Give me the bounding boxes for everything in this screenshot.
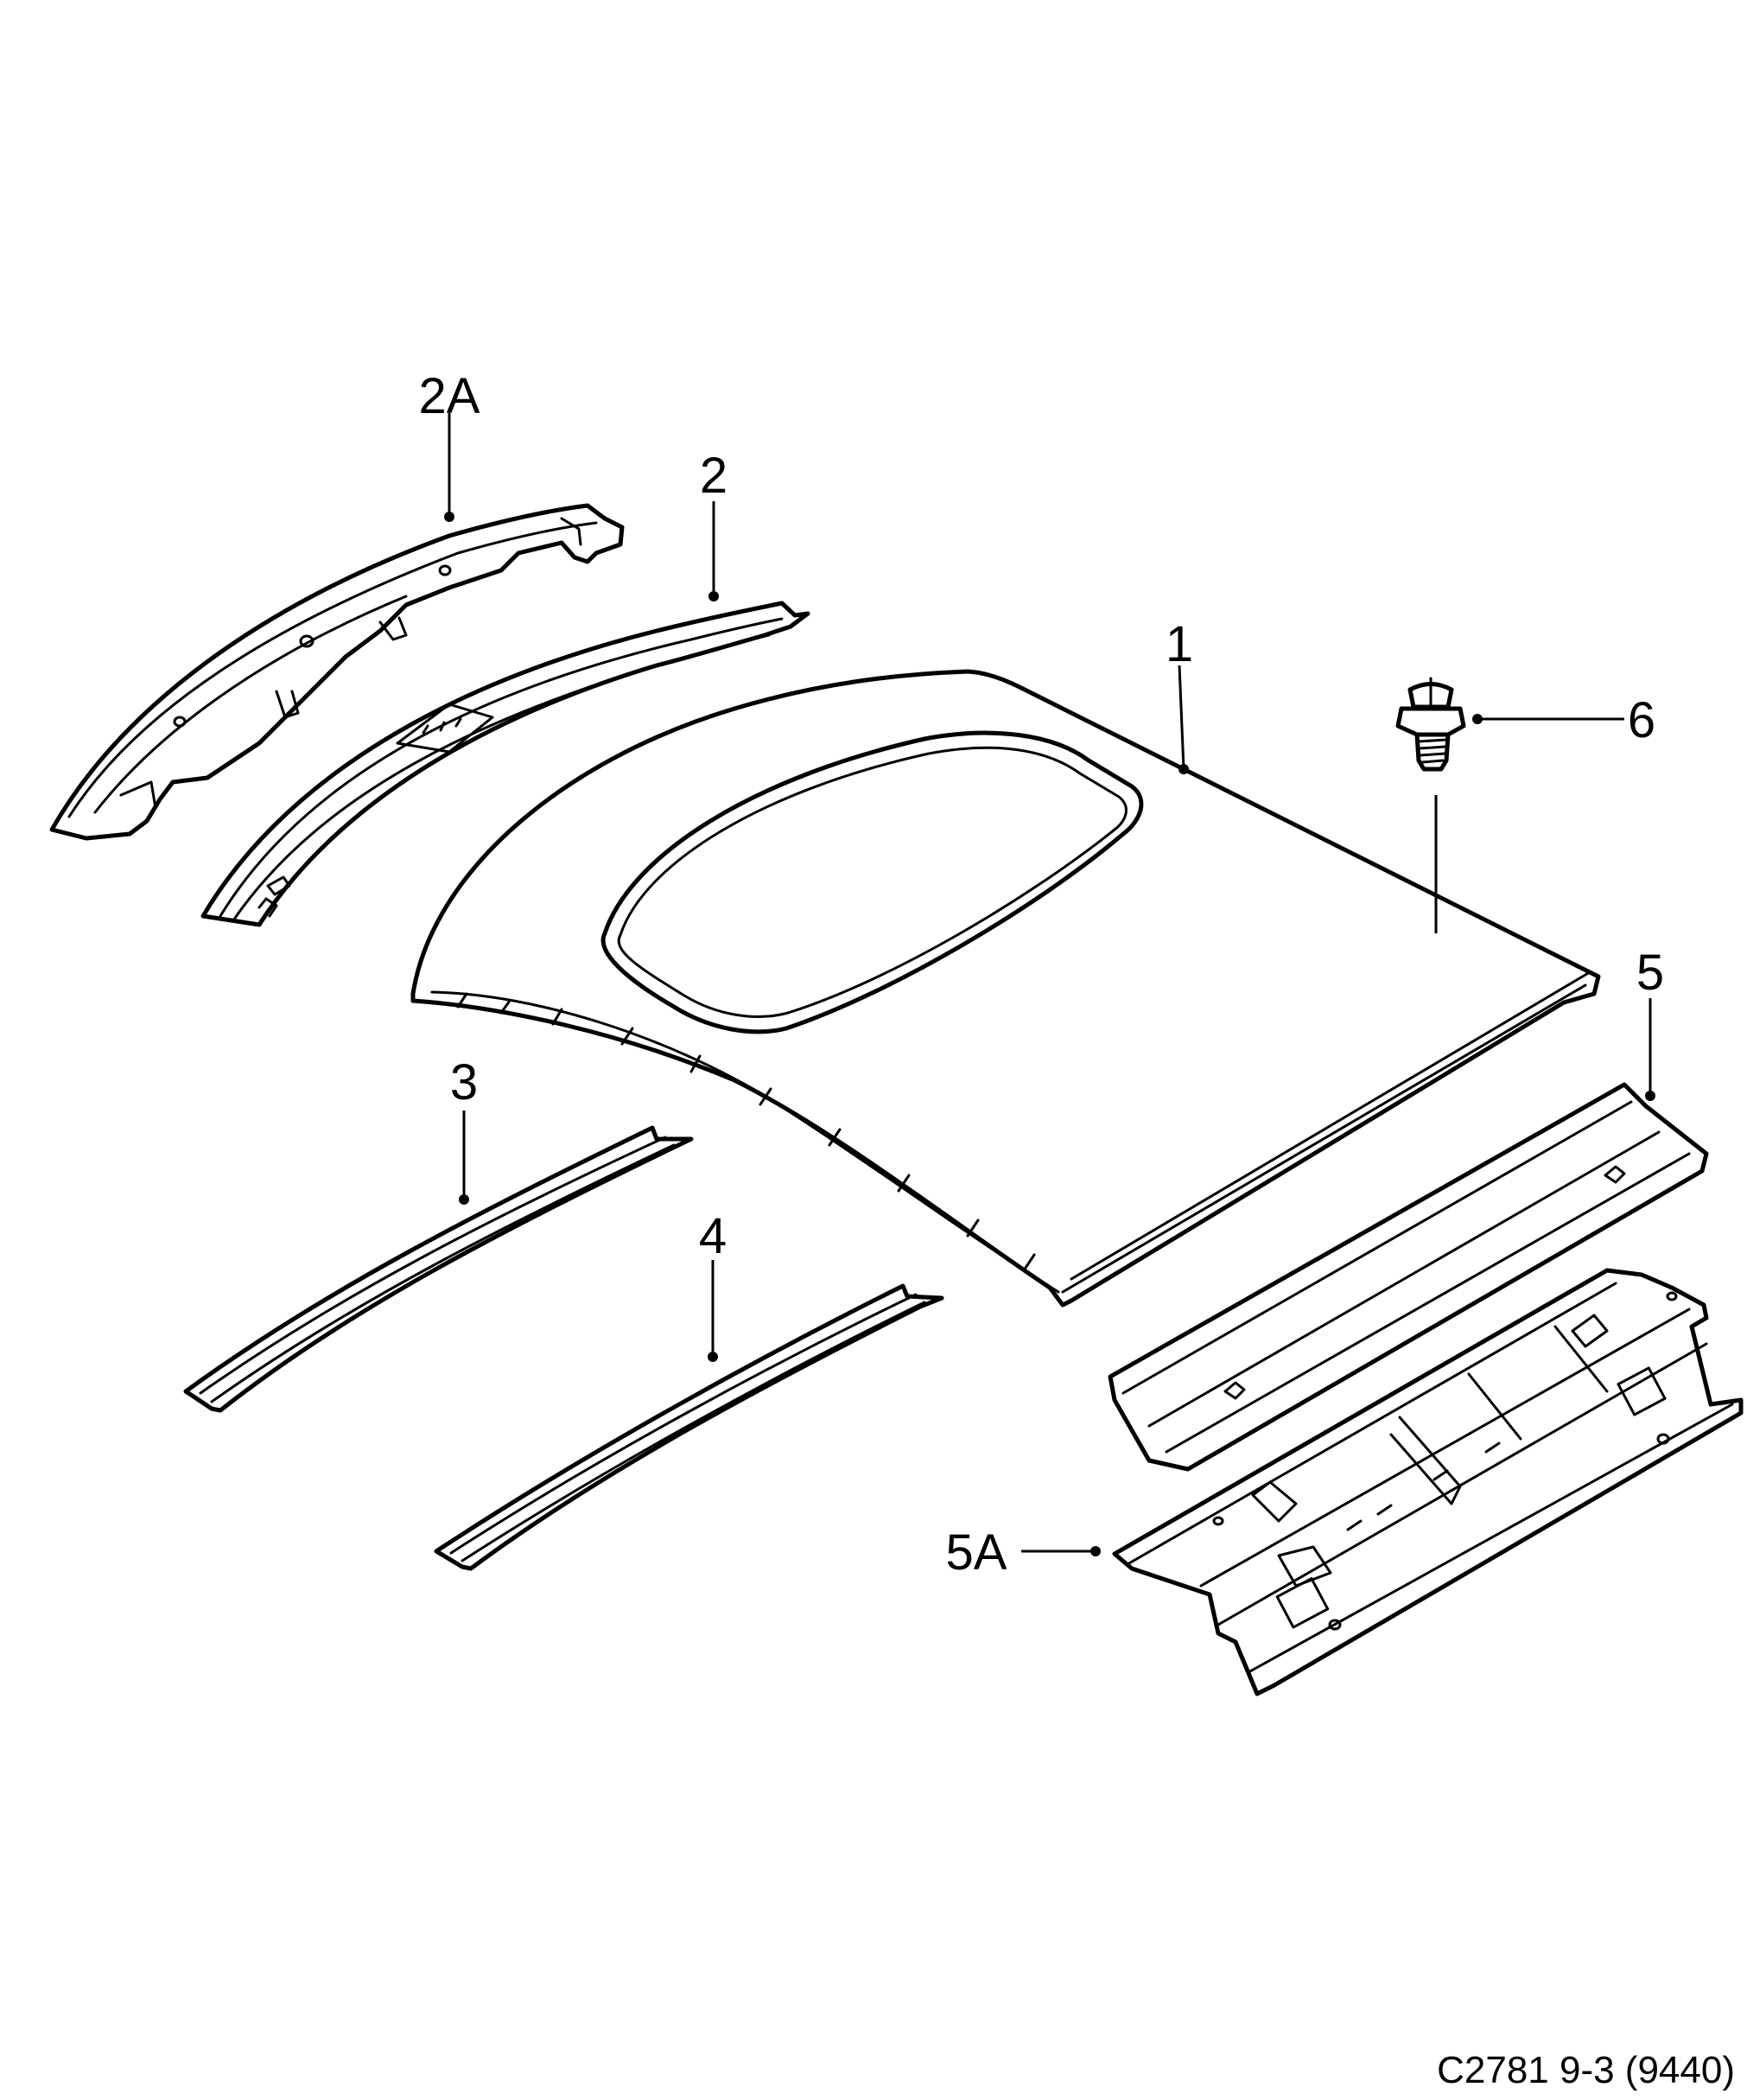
callout-label-1: 1 xyxy=(1166,616,1193,672)
leader-lines xyxy=(444,413,1655,1556)
part-2a-front-rail-reinforcement xyxy=(49,503,625,841)
part-4-lower-rail xyxy=(434,1283,944,1571)
callout-labels: 2A 2 1 6 5 3 4 5A xyxy=(419,368,1665,1581)
leader-dot-1 xyxy=(1178,764,1189,774)
leader-dot-3 xyxy=(459,1194,469,1205)
callout-label-4: 4 xyxy=(699,1208,727,1264)
part-5a-rear-header xyxy=(1112,1268,1744,1696)
part-2-roof-side-rail xyxy=(200,601,810,927)
callout-label-2a: 2A xyxy=(419,368,480,424)
leader-dot-5a xyxy=(1090,1546,1101,1556)
part-5-rear-cross-member xyxy=(1108,1082,1709,1472)
leader-dot-6 xyxy=(1472,714,1483,724)
callout-label-5a: 5A xyxy=(946,1524,1007,1581)
leader-dot-2 xyxy=(708,591,719,601)
leader-dot-2a xyxy=(444,512,454,522)
callout-label-6: 6 xyxy=(1628,692,1655,748)
callout-label-2: 2 xyxy=(700,448,727,504)
leader-dot-4 xyxy=(708,1352,718,1362)
part-6-fastener-clip xyxy=(1395,677,1466,772)
callout-label-3: 3 xyxy=(450,1054,478,1110)
callout-label-5: 5 xyxy=(1636,945,1664,1001)
part-1-roof-panel xyxy=(410,669,1601,1308)
reference-code: C2781 9-3 (9440) xyxy=(1437,2049,1735,2091)
leader-1 xyxy=(1178,665,1185,770)
part-3-lower-rail xyxy=(183,1125,694,1413)
leader-dot-5 xyxy=(1645,1091,1655,1101)
